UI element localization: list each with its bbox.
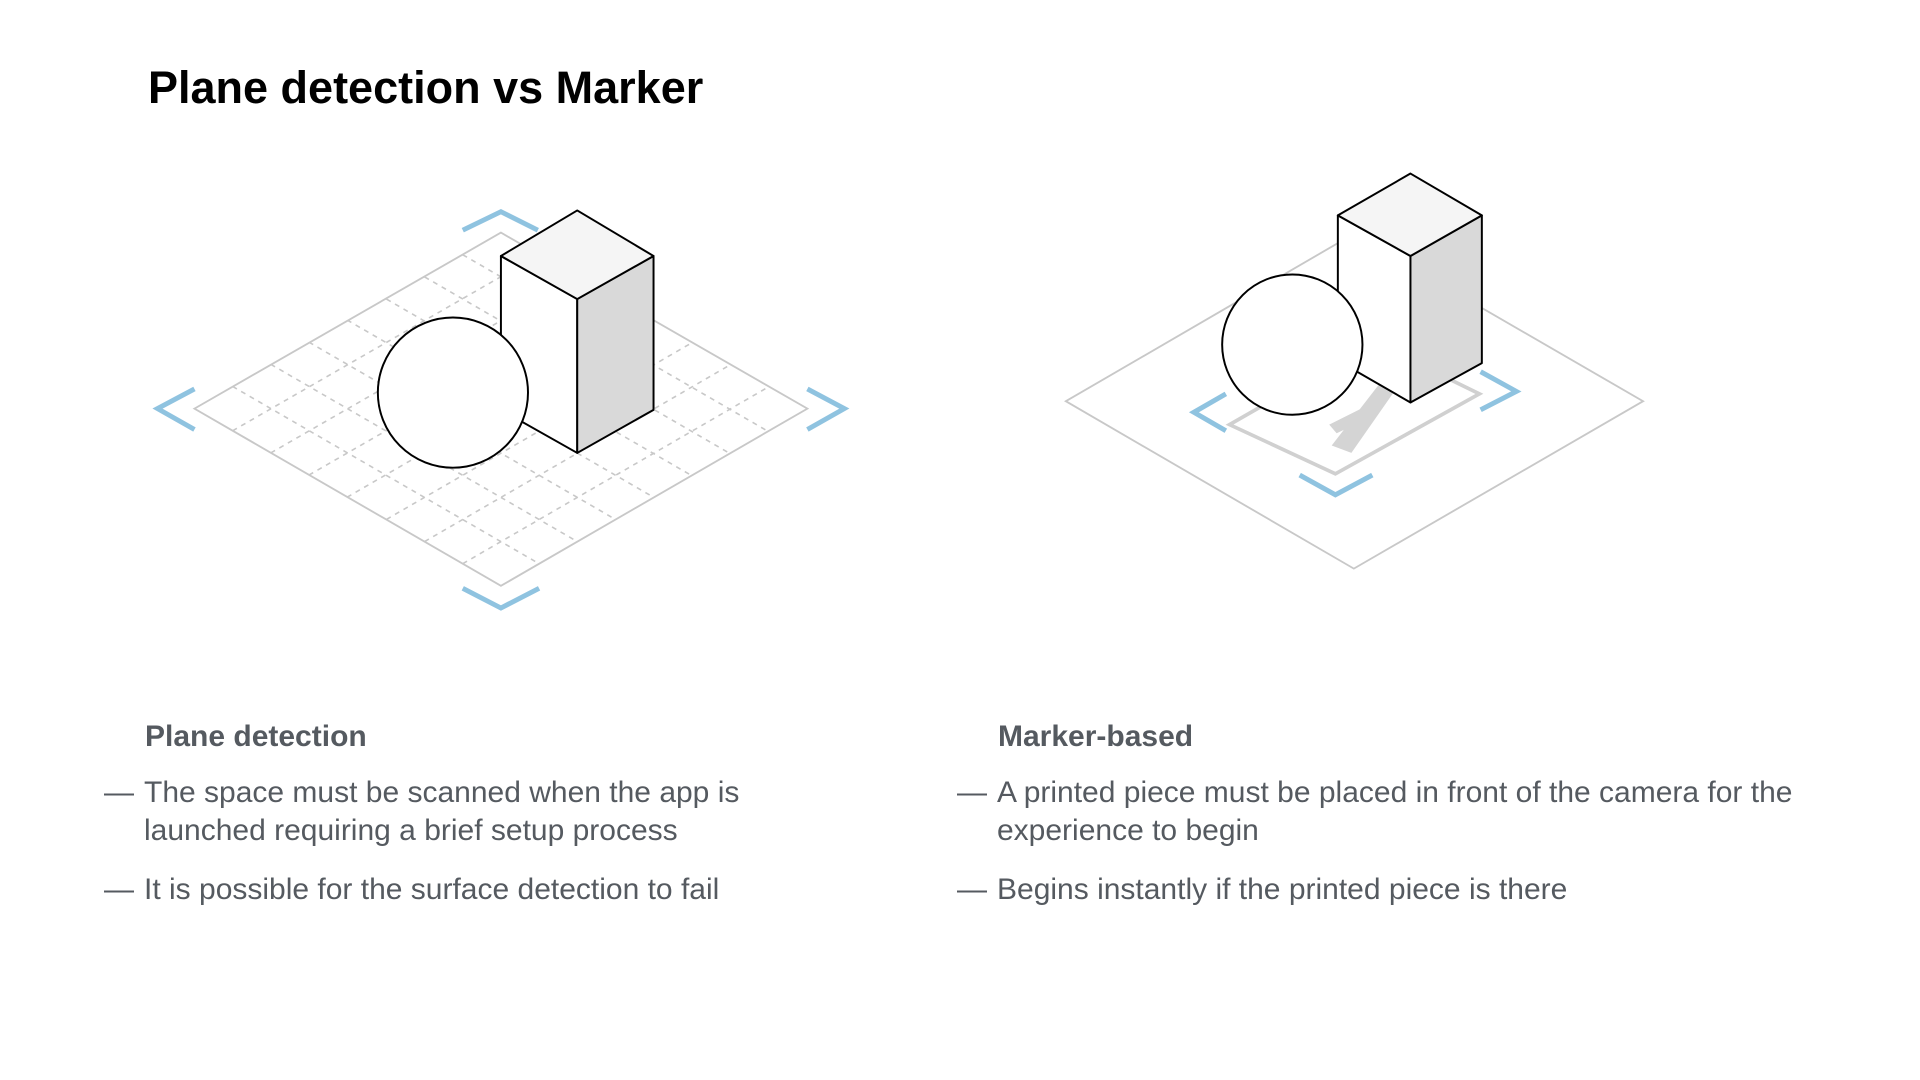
marker-based-column: Marker-based — A printed piece must be p… xyxy=(957,720,1817,930)
detected-plane xyxy=(192,231,810,587)
plane-detection-illustration xyxy=(152,208,850,611)
page-title: Plane detection vs Marker xyxy=(148,62,704,113)
bullet-text: It is possible for the surface detection… xyxy=(144,873,720,906)
bullet-item: — The space must be scanned when the app… xyxy=(104,774,844,850)
dash-marker: — xyxy=(104,873,134,906)
bullet-text: The space must be scanned when the app i… xyxy=(144,776,740,847)
box-shape xyxy=(499,209,655,454)
marker-illustration xyxy=(1064,172,1645,570)
sphere-shape xyxy=(1221,273,1364,416)
column-heading: Plane detection xyxy=(145,720,367,753)
bullet-item: — A printed piece must be placed in fron… xyxy=(957,774,1797,850)
sphere-shape xyxy=(376,316,529,469)
dash-marker: — xyxy=(957,776,987,809)
column-heading: Marker-based xyxy=(998,720,1194,753)
bullet-text: Begins instantly if the printed piece is… xyxy=(997,873,1568,906)
marker-brackets xyxy=(1188,369,1522,498)
dash-marker: — xyxy=(957,873,987,906)
bullet-text: A printed piece must be placed in front … xyxy=(997,776,1793,847)
bullet-item: — It is possible for the surface detecti… xyxy=(104,871,964,909)
dash-marker: — xyxy=(104,776,134,809)
plane-detection-column: Plane detection — The space must be scan… xyxy=(104,720,964,930)
bullet-item: — Begins instantly if the printed piece … xyxy=(957,871,1817,909)
scan-brackets xyxy=(152,208,850,611)
